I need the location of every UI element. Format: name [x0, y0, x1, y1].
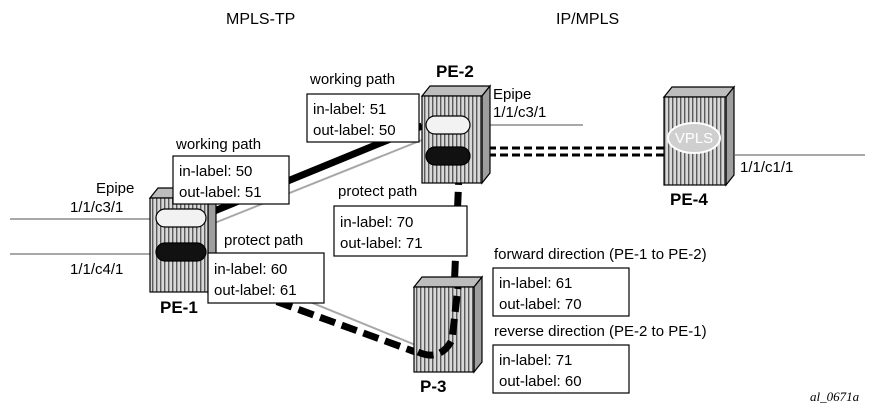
pe2-working-box: in-label: 51 out-label: 50	[306, 93, 420, 143]
pe2-pe4-link	[488, 146, 668, 157]
pe1-label: PE-1	[160, 298, 198, 317]
pe1-protect-out: out-label: 61	[214, 282, 297, 299]
pe1-protect-title: protect path	[224, 232, 303, 249]
pe2-working-title: working path	[309, 71, 395, 88]
attachment-lines	[10, 124, 865, 255]
protect-path-over-p3	[416, 286, 462, 359]
pe2-working-out: out-label: 50	[313, 122, 396, 139]
pe4-label: PE-4	[670, 190, 708, 209]
vpls-label: VPLS	[675, 130, 713, 147]
pe2-protect-box: in-label: 70 out-label: 71	[333, 205, 468, 257]
pe1-protect-in: in-label: 60	[214, 261, 287, 278]
pe1-port-lower: 1/1/c4/1	[70, 261, 123, 278]
pe2-label: PE-2	[436, 62, 474, 81]
region-ip-mpls: IP/MPLS	[556, 11, 619, 28]
pe4-port-label: 1/1/c1/1	[740, 159, 793, 176]
p3-forward-title: forward direction (PE-1 to PE-2)	[494, 246, 707, 263]
pe2-protect-title: protect path	[338, 183, 417, 200]
pe1-protect-box: in-label: 60 out-label: 61	[207, 252, 325, 304]
working-path-gray-line	[211, 139, 423, 225]
region-mpls-tp: MPLS-TP	[226, 11, 295, 28]
pe2-router-icon	[420, 84, 492, 185]
figure-id: al_0671a	[810, 389, 860, 404]
p3-label: P-3	[420, 377, 446, 396]
pe2-epipe-label: Epipe	[493, 86, 531, 103]
pe4-router-icon	[662, 85, 736, 187]
p3-reverse-box: in-label: 71 out-label: 60	[492, 344, 630, 394]
p3-reverse-out: out-label: 60	[499, 373, 582, 390]
pe1-epipe-label: Epipe	[96, 180, 134, 197]
pe1-working-box: in-label: 50 out-label: 51	[172, 155, 290, 205]
p3-reverse-title: reverse direction (PE-2 to PE-1)	[494, 323, 707, 340]
p3-forward-in: in-label: 61	[499, 275, 572, 292]
pe1-working-title: working path	[175, 136, 261, 153]
pe2-protect-in: in-label: 70	[340, 214, 413, 231]
pe1-port-upper: 1/1/c3/1	[70, 199, 123, 216]
pe2-working-in: in-label: 51	[313, 101, 386, 118]
p3-forward-box: in-label: 61 out-label: 70	[492, 267, 630, 317]
pe1-working-out: out-label: 51	[179, 184, 262, 201]
p3-reverse-in: in-label: 71	[499, 352, 572, 369]
pe2-port-label: 1/1/c3/1	[493, 104, 546, 121]
p3-router-icon	[412, 275, 484, 374]
pe2-protect-out: out-label: 71	[340, 235, 423, 252]
pe1-working-in: in-label: 50	[179, 163, 252, 180]
p3-forward-out: out-label: 70	[499, 296, 582, 313]
